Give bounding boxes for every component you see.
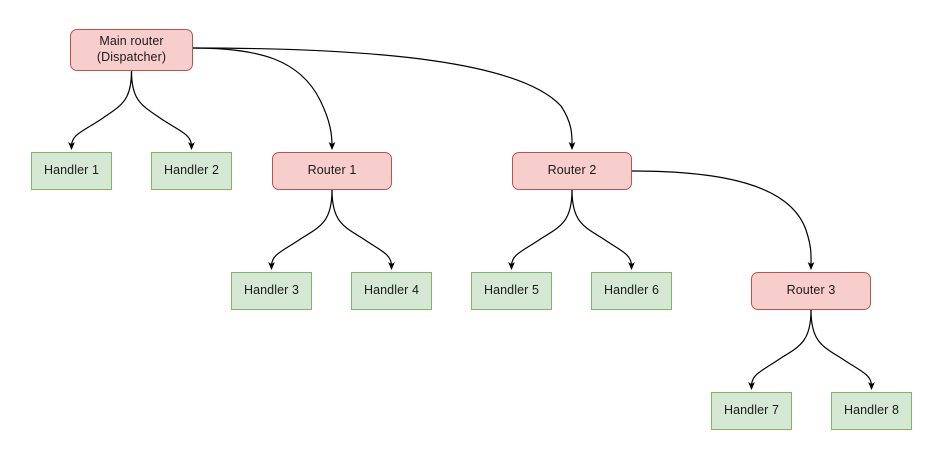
node-handler-1[interactable]: Handler 1 bbox=[31, 152, 112, 190]
node-label: Handler 3 bbox=[243, 283, 300, 298]
node-label: Router 3 bbox=[786, 283, 836, 298]
node-handler-5[interactable]: Handler 5 bbox=[471, 272, 552, 310]
node-label: Handler 6 bbox=[603, 283, 660, 298]
edge-router-3-to-handler-7 bbox=[748, 309, 812, 391]
node-label: Handler 4 bbox=[363, 283, 420, 298]
node-label: Router 1 bbox=[307, 163, 357, 178]
node-router-1[interactable]: Router 1 bbox=[272, 152, 392, 190]
edge-group bbox=[68, 47, 875, 391]
node-handler-7[interactable]: Handler 7 bbox=[711, 392, 792, 430]
node-label: Handler 2 bbox=[163, 163, 220, 178]
edge-router-2-to-router-3 bbox=[631, 170, 815, 271]
node-handler-8[interactable]: Handler 8 bbox=[831, 392, 912, 430]
edge-router-3-to-handler-8 bbox=[810, 309, 875, 391]
edge-main-router-to-router-2 bbox=[192, 47, 576, 151]
node-label: Handler 1 bbox=[43, 163, 100, 178]
node-label: Main router (Dispatcher) bbox=[96, 34, 167, 64]
edge-main-router-to-handler-2 bbox=[130, 70, 195, 151]
node-router-3[interactable]: Router 3 bbox=[751, 272, 871, 310]
node-main-router[interactable]: Main router (Dispatcher) bbox=[70, 29, 193, 71]
node-handler-3[interactable]: Handler 3 bbox=[231, 272, 312, 310]
edge-router-2-to-handler-5 bbox=[508, 189, 573, 271]
edge-main-router-to-handler-1 bbox=[68, 70, 133, 151]
edge-router-1-to-handler-3 bbox=[268, 189, 333, 271]
node-label: Handler 7 bbox=[723, 403, 780, 418]
node-handler-6[interactable]: Handler 6 bbox=[591, 272, 672, 310]
node-router-2[interactable]: Router 2 bbox=[512, 152, 632, 190]
node-label: Handler 5 bbox=[483, 283, 540, 298]
node-handler-2[interactable]: Handler 2 bbox=[151, 152, 232, 190]
node-handler-4[interactable]: Handler 4 bbox=[351, 272, 432, 310]
edge-main-router-to-router-1 bbox=[192, 47, 336, 151]
edge-router-1-to-handler-4 bbox=[331, 189, 395, 271]
edge-router-2-to-handler-6 bbox=[571, 189, 635, 271]
node-label: Handler 8 bbox=[843, 403, 900, 418]
node-label: Router 2 bbox=[547, 163, 597, 178]
